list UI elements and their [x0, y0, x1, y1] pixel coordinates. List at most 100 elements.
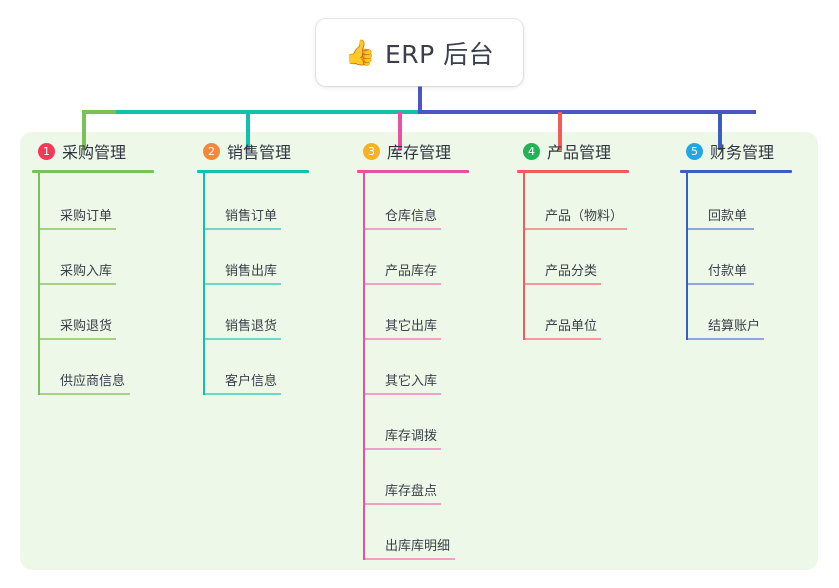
list-item-label: 其它入库 [385, 374, 438, 389]
thumbs-up-icon: 👍 [344, 38, 376, 67]
list-item-rule [365, 393, 441, 395]
drop-connector-5 [718, 112, 722, 150]
list-item-label: 销售订单 [225, 209, 278, 224]
list-item[interactable]: 结算账户 [686, 285, 818, 340]
drop-connector-1 [82, 112, 86, 150]
list-item-label: 供应商信息 [60, 374, 126, 389]
list-item-label: 结算账户 [708, 319, 761, 334]
list-item-label: 产品分类 [545, 264, 598, 279]
list-item-label: 库存调拨 [385, 429, 438, 444]
column-badge-4: 4 [523, 142, 540, 160]
list-item[interactable]: 其它出库 [363, 285, 510, 340]
column-underline-4 [517, 170, 629, 173]
column-spine-4 [523, 173, 525, 340]
column-items-4: 产品（物料） 产品分类产品单位 [523, 173, 670, 340]
list-item-label: 付款单 [708, 264, 748, 279]
column-underline-1 [32, 170, 154, 173]
list-item-rule [365, 338, 441, 340]
trunk-left-green [82, 110, 116, 114]
column-items-1: 采购订单采购入库采购退货供应商信息 [38, 173, 185, 395]
list-item-label: 客户信息 [225, 374, 278, 389]
list-item-label: 回款单 [708, 209, 748, 224]
trunk-teal [116, 110, 420, 114]
column-badge-3: 3 [363, 142, 380, 160]
list-item-rule [525, 283, 601, 285]
column-spine-1 [38, 173, 40, 395]
column-badge-1: 1 [38, 142, 55, 160]
column-header-5[interactable]: 5 财务管理 [668, 132, 818, 170]
list-item[interactable]: 采购退货 [38, 285, 185, 340]
root-node-card[interactable]: 👍 ERP 后台 [316, 19, 523, 86]
column-title-5: 财务管理 [710, 143, 775, 162]
column-underline-3 [357, 170, 469, 173]
list-item-rule [40, 393, 130, 395]
list-item-rule [525, 228, 627, 230]
list-item[interactable]: 采购入库 [38, 230, 185, 285]
column-header-3[interactable]: 3 库存管理 [345, 132, 510, 170]
list-item-rule [205, 228, 281, 230]
list-item-rule [40, 338, 116, 340]
column-3[interactable]: 3 库存管理仓库信息产品库存其它出库其它入库库存调拨库存盘点出库库明细 [345, 132, 510, 560]
list-item-rule [525, 338, 601, 340]
list-item[interactable]: 回款单 [686, 175, 818, 230]
list-item-label: 销售出库 [225, 264, 278, 279]
list-item-label: 采购退货 [60, 319, 113, 334]
column-badge-2: 2 [203, 142, 220, 160]
list-item[interactable]: 销售出库 [203, 230, 350, 285]
drop-connector-4 [558, 112, 562, 150]
list-item[interactable]: 产品（物料） [523, 175, 670, 230]
column-title-4: 产品管理 [547, 143, 612, 162]
list-item-rule [40, 228, 116, 230]
list-item-rule [205, 393, 281, 395]
column-items-2: 销售订单销售出库销售退货客户信息 [203, 173, 350, 395]
column-badge-5: 5 [686, 142, 703, 160]
list-item-rule [40, 283, 116, 285]
list-item-label: 库存盘点 [385, 484, 438, 499]
column-items-3: 仓库信息产品库存其它出库其它入库库存调拨库存盘点出库库明细 [363, 173, 510, 560]
drop-connector-3 [398, 112, 402, 150]
column-spine-3 [363, 173, 365, 560]
list-item[interactable]: 库存盘点 [363, 450, 510, 505]
list-item-rule [365, 283, 441, 285]
list-item-label: 仓库信息 [385, 209, 438, 224]
column-4[interactable]: 4 产品管理产品（物料） 产品分类产品单位 [505, 132, 670, 340]
list-item-label: 销售退货 [225, 319, 278, 334]
list-item[interactable]: 销售退货 [203, 285, 350, 340]
column-items-5: 回款单付款单结算账户 [686, 173, 818, 340]
column-title-2: 销售管理 [227, 143, 292, 162]
column-2[interactable]: 2 销售管理销售订单销售出库销售退货客户信息 [185, 132, 350, 395]
list-item[interactable]: 其它入库 [363, 340, 510, 395]
column-header-4[interactable]: 4 产品管理 [505, 132, 670, 170]
list-item[interactable]: 库存调拨 [363, 395, 510, 450]
column-title-3: 库存管理 [387, 143, 452, 162]
list-item[interactable]: 采购订单 [38, 175, 185, 230]
list-item[interactable]: 产品库存 [363, 230, 510, 285]
list-item-label: 产品库存 [385, 264, 438, 279]
trunk-purple [418, 110, 756, 114]
column-underline-2 [197, 170, 309, 173]
list-item[interactable]: 销售订单 [203, 175, 350, 230]
list-item-label: 产品（物料） [545, 209, 624, 224]
list-item-rule [205, 338, 281, 340]
list-item-rule [365, 448, 441, 450]
list-item-rule [205, 283, 281, 285]
list-item[interactable]: 客户信息 [203, 340, 350, 395]
list-item-label: 其它出库 [385, 319, 438, 334]
list-item-rule [688, 338, 764, 340]
list-item-rule [365, 228, 441, 230]
list-item-label: 产品单位 [545, 319, 598, 334]
list-item[interactable]: 产品单位 [523, 285, 670, 340]
list-item-rule [365, 503, 441, 505]
list-item-label: 出库库明细 [385, 539, 451, 554]
list-item[interactable]: 产品分类 [523, 230, 670, 285]
list-item[interactable]: 出库库明细 [363, 505, 510, 560]
list-item[interactable]: 仓库信息 [363, 175, 510, 230]
list-item[interactable]: 供应商信息 [38, 340, 185, 395]
column-header-2[interactable]: 2 销售管理 [185, 132, 350, 170]
root-node-label: ERP 后台 [384, 39, 495, 69]
column-5[interactable]: 5 财务管理回款单付款单结算账户 [668, 132, 818, 340]
list-item[interactable]: 付款单 [686, 230, 818, 285]
diagram-panel [20, 132, 818, 570]
